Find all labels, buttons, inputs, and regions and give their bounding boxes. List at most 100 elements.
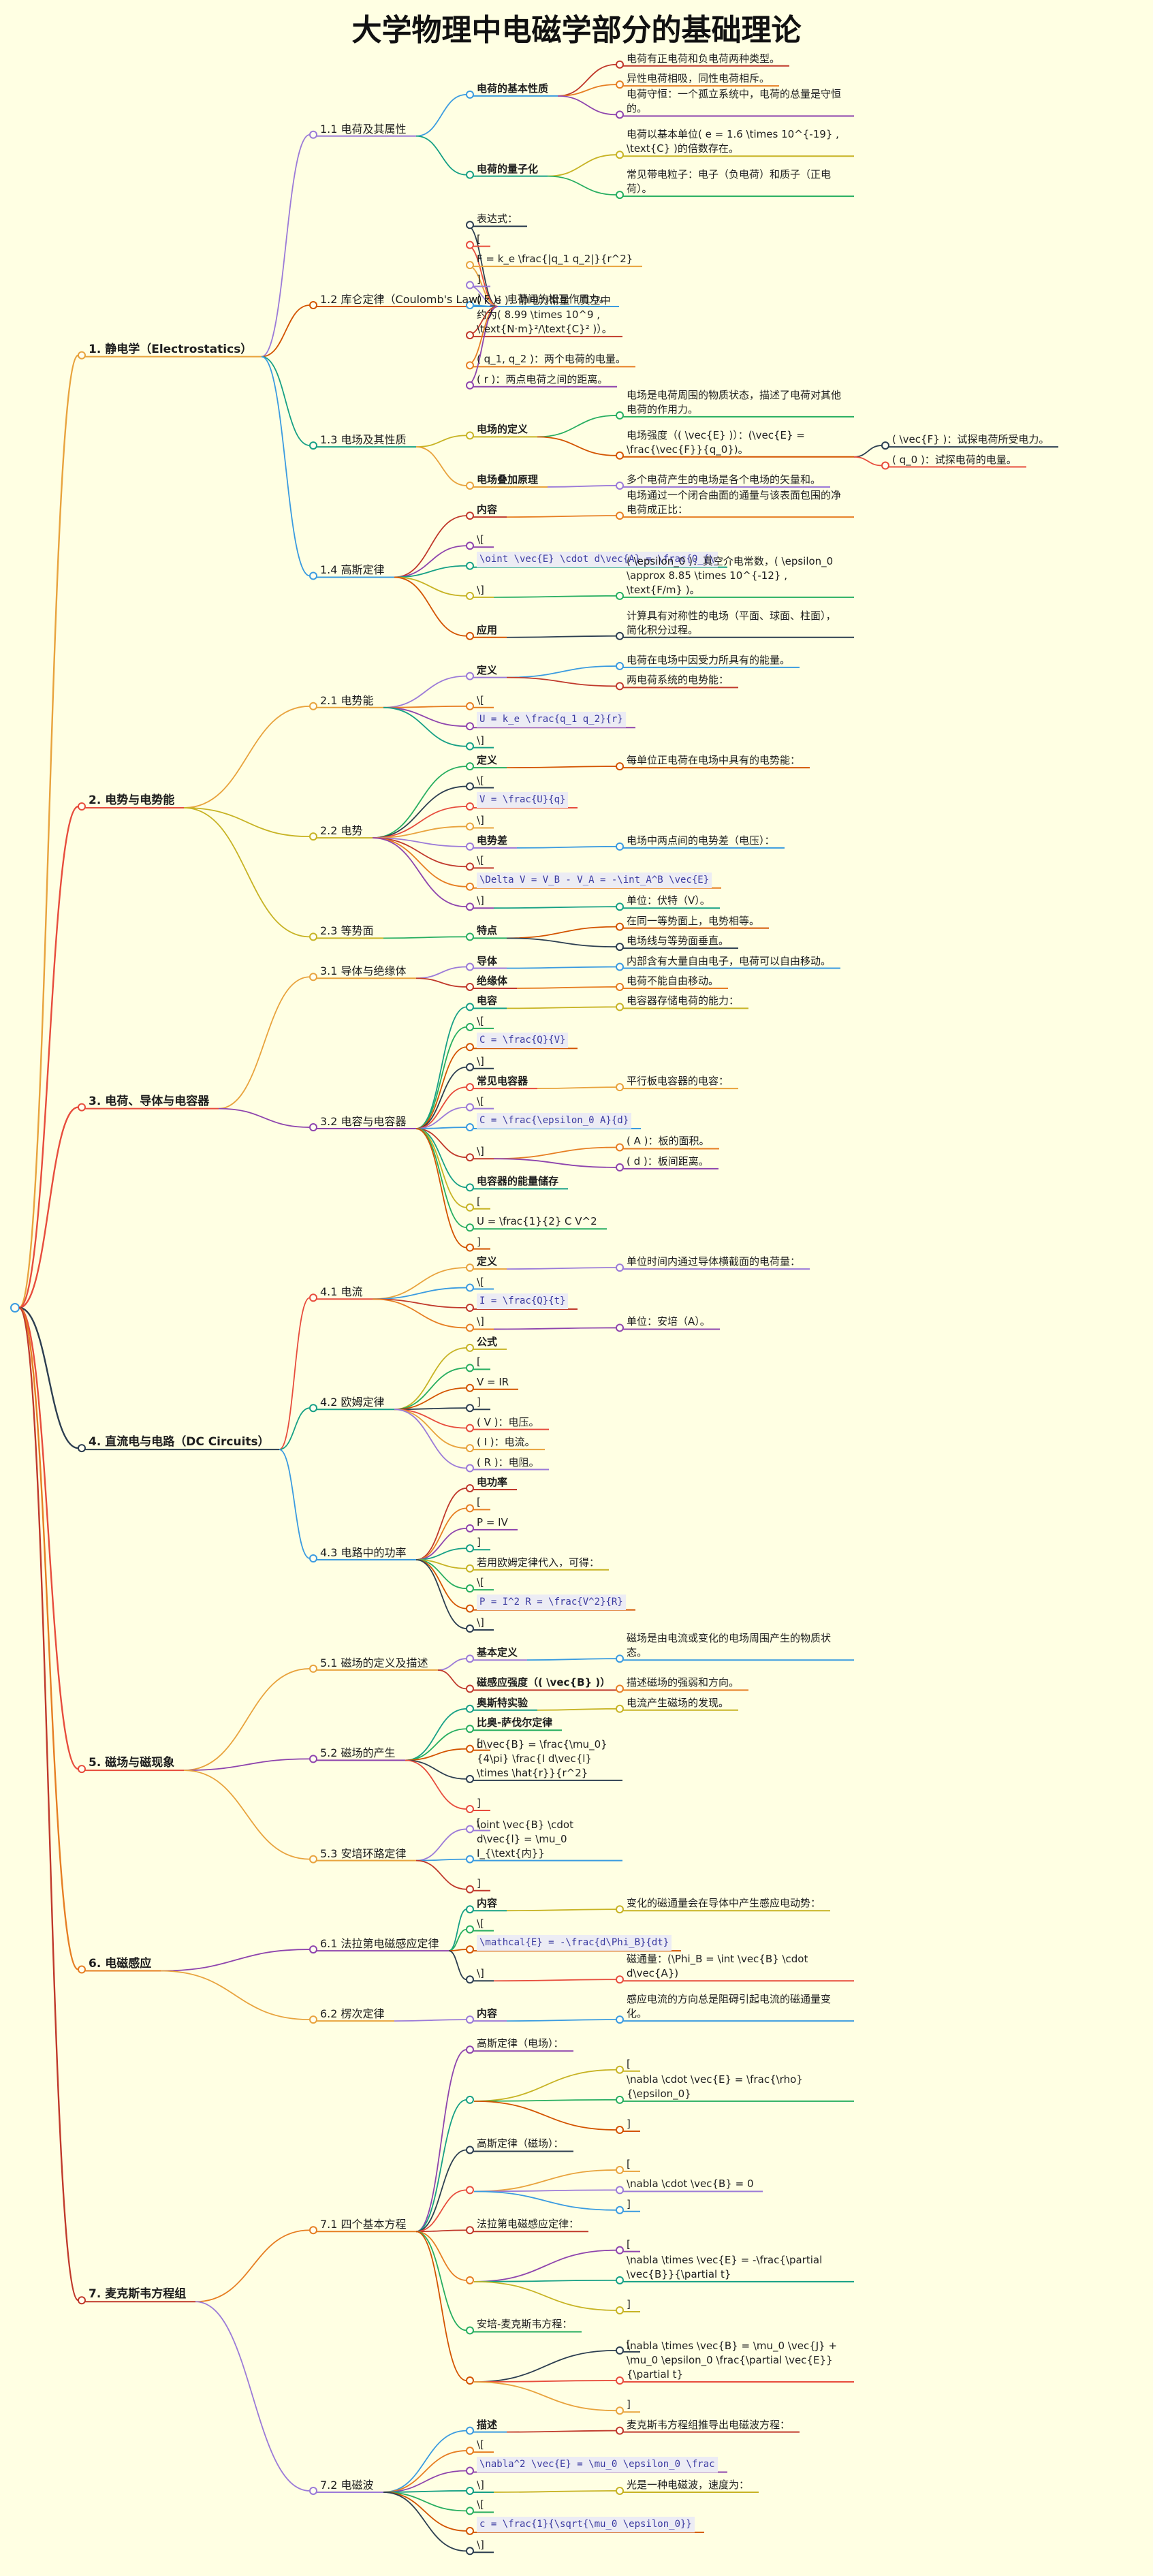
subtopic-node[interactable]: 5.3 安培环路定律: [320, 1847, 407, 1860]
node-circle[interactable]: [616, 962, 624, 971]
node-circle[interactable]: [466, 722, 474, 731]
detail-node[interactable]: 在同一等势面上，电势相等。: [627, 914, 760, 927]
node-circle[interactable]: [466, 1684, 474, 1693]
node-circle[interactable]: [309, 301, 317, 309]
detail-node[interactable]: 光是一种电磁波，速度为：: [627, 2478, 750, 2491]
detail-node[interactable]: \]: [477, 2478, 484, 2491]
node-circle[interactable]: [466, 1063, 474, 1071]
node-circle[interactable]: [466, 1654, 474, 1663]
node-circle[interactable]: [466, 1584, 474, 1593]
detail-node[interactable]: \[: [477, 1014, 484, 1027]
subtopic-node[interactable]: 1.2 库仑定律（Coulomb's Law）: [320, 293, 489, 306]
node-circle[interactable]: [466, 932, 474, 941]
node-circle[interactable]: [78, 1103, 86, 1112]
node-circle[interactable]: [466, 982, 474, 991]
detail-node[interactable]: ]: [477, 272, 481, 285]
detail-node[interactable]: [: [477, 1817, 481, 1829]
detail-node[interactable]: 表达式：: [477, 213, 518, 225]
node-circle[interactable]: [466, 2447, 474, 2455]
node-circle[interactable]: [309, 932, 317, 941]
node-circle[interactable]: [466, 301, 474, 309]
detail-node[interactable]: 电荷的基本性质: [477, 82, 549, 95]
topic-node[interactable]: 3. 电荷、导体与电容器: [89, 1094, 210, 1108]
node-circle[interactable]: [466, 331, 474, 340]
node-circle[interactable]: [78, 1965, 86, 1974]
node-circle[interactable]: [309, 2486, 317, 2495]
subtopic-node[interactable]: 5.2 磁场的产生: [320, 1746, 396, 1760]
node-circle[interactable]: [466, 2466, 474, 2475]
detail-node[interactable]: 单位时间内通过导体横截面的电荷量：: [627, 1255, 801, 1268]
node-circle[interactable]: [466, 2276, 474, 2284]
node-circle[interactable]: [309, 2015, 317, 2024]
node-circle[interactable]: [466, 1855, 474, 1864]
node-circle[interactable]: [616, 591, 624, 600]
node-circle[interactable]: [616, 2165, 624, 2174]
node-circle[interactable]: [616, 2095, 624, 2104]
node-circle[interactable]: [466, 1925, 474, 1934]
node-circle[interactable]: [616, 1163, 624, 1172]
subtopic-node[interactable]: 2.1 电势能: [320, 693, 374, 707]
node-circle[interactable]: [78, 2296, 86, 2305]
node-circle[interactable]: [466, 1483, 474, 1492]
detail-node[interactable]: 平行板电容器的电容：: [627, 1075, 729, 1088]
node-circle[interactable]: [466, 1364, 474, 1372]
detail-node[interactable]: 每单位正电荷在电场中具有的电势能：: [627, 754, 801, 767]
detail-node[interactable]: ]: [477, 1536, 481, 1549]
subtopic-node[interactable]: 6.1 法拉第电磁感应定律: [320, 1937, 439, 1951]
node-circle[interactable]: [466, 2486, 474, 2495]
node-circle[interactable]: [309, 973, 317, 981]
detail-node[interactable]: 电功率: [477, 1475, 508, 1488]
node-circle[interactable]: [309, 1123, 317, 1132]
detail-node[interactable]: 电容: [477, 994, 498, 1007]
detail-node[interactable]: 电场的定义: [477, 423, 528, 436]
detail-node[interactable]: ( I )：电流。: [477, 1436, 535, 1449]
node-circle[interactable]: [466, 1725, 474, 1733]
node-circle[interactable]: [616, 1143, 624, 1152]
node-circle[interactable]: [466, 1283, 474, 1292]
node-circle[interactable]: [309, 1945, 317, 1954]
detail-node[interactable]: [: [477, 1195, 481, 1208]
detail-node[interactable]: \nabla^2 \vec{E} = \mu_0 \epsilon_0 \fra…: [477, 2456, 718, 2472]
node-circle[interactable]: [466, 962, 474, 971]
detail-node[interactable]: 特点: [477, 924, 498, 937]
detail-node[interactable]: \]: [477, 2539, 484, 2551]
detail-node[interactable]: \[: [477, 1576, 484, 1589]
node-circle[interactable]: [466, 1885, 474, 1894]
detail-node[interactable]: \]: [477, 734, 484, 747]
node-circle[interactable]: [616, 1323, 624, 1332]
detail-node[interactable]: \[: [477, 1095, 484, 1108]
node-circle[interactable]: [616, 1263, 624, 1272]
node-circle[interactable]: [616, 682, 624, 691]
node-circle[interactable]: [466, 1404, 474, 1413]
detail-node[interactable]: 高斯定律（磁场）：: [477, 2137, 564, 2150]
node-circle[interactable]: [466, 1304, 474, 1312]
detail-node[interactable]: C = \frac{Q}{V}: [477, 1033, 569, 1049]
detail-node[interactable]: 内容: [477, 1897, 498, 1910]
detail-node[interactable]: \[: [477, 693, 484, 706]
node-circle[interactable]: [466, 902, 474, 911]
detail-node[interactable]: \]: [477, 1616, 484, 1629]
node-circle[interactable]: [466, 1424, 474, 1432]
detail-node[interactable]: ( d )：板间距离。: [627, 1155, 709, 1167]
detail-node[interactable]: 奥斯特实验: [477, 1696, 528, 1709]
node-circle[interactable]: [466, 1825, 474, 1834]
detail-node[interactable]: ( q_1, q_2 )：两个电荷的电量。: [477, 353, 626, 366]
node-circle[interactable]: [466, 1805, 474, 1813]
topic-node[interactable]: 1. 静电学（Electrostatics）: [89, 342, 253, 356]
detail-node[interactable]: 电荷有正电荷和负电荷两种类型。: [627, 52, 780, 65]
node-circle[interactable]: [466, 1343, 474, 1352]
node-circle[interactable]: [466, 591, 474, 600]
subtopic-node[interactable]: 1.4 高斯定律: [320, 563, 385, 577]
detail-node[interactable]: ]: [627, 2398, 631, 2411]
node-circle[interactable]: [466, 1183, 474, 1192]
node-circle[interactable]: [616, 2486, 624, 2495]
detail-node[interactable]: 法拉第电磁感应定律：: [477, 2218, 580, 2231]
node-circle[interactable]: [309, 1755, 317, 1763]
detail-node[interactable]: \mathcal{E} = -\frac{d\Phi_B}{dt}: [477, 1935, 672, 1951]
detail-node[interactable]: [: [477, 1496, 481, 1509]
node-circle[interactable]: [466, 2226, 474, 2235]
node-circle[interactable]: [616, 151, 624, 159]
subtopic-node[interactable]: 5.1 磁场的定义及描述: [320, 1656, 428, 1669]
detail-node[interactable]: 比奥-萨伐尔定律: [477, 1716, 553, 1729]
node-circle[interactable]: [616, 2406, 624, 2415]
